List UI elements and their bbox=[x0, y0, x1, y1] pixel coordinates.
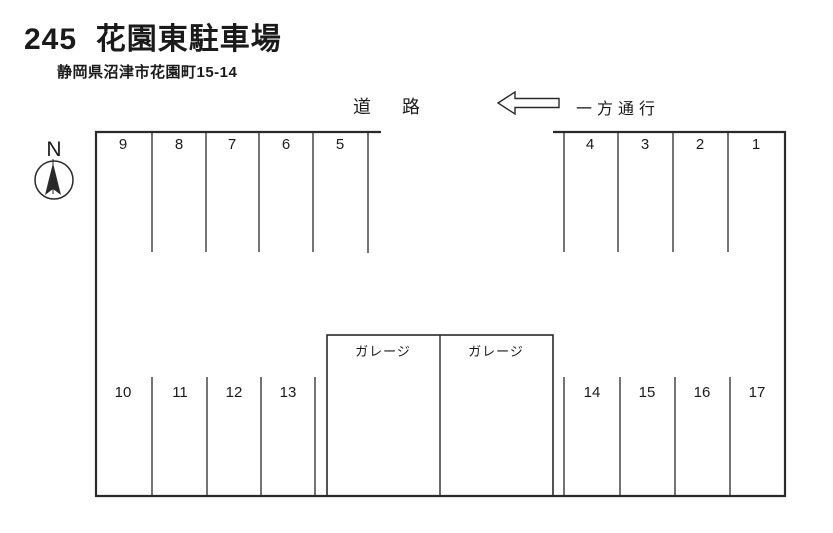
space-label-14: 14 bbox=[584, 384, 601, 401]
page-title: 245 花園東駐車場 bbox=[24, 23, 282, 56]
bottom-row-dividers bbox=[151, 377, 731, 496]
space-label-7: 7 bbox=[228, 136, 236, 153]
one-way-arrow-icon bbox=[497, 91, 560, 115]
space-label-3: 3 bbox=[641, 136, 649, 153]
space-label-17: 17 bbox=[749, 384, 766, 401]
space-label-5: 5 bbox=[336, 136, 344, 153]
space-label-4: 4 bbox=[586, 136, 594, 153]
space-label-13: 13 bbox=[280, 384, 297, 401]
space-label-11: 11 bbox=[172, 384, 188, 401]
top-row-dividers bbox=[151, 132, 729, 253]
space-label-10: 10 bbox=[115, 384, 132, 401]
space-label-15: 15 bbox=[639, 384, 656, 401]
space-label-2: 2 bbox=[696, 136, 704, 153]
north-label: N bbox=[46, 138, 61, 161]
space-label-16: 16 bbox=[694, 384, 711, 401]
compass-circle-icon bbox=[34, 160, 74, 200]
one-way-label: 一方通行 bbox=[576, 101, 661, 118]
garage-label-left: ガレージ bbox=[355, 344, 411, 359]
space-label-12: 12 bbox=[226, 384, 243, 401]
address-line: 静岡県沼津市花園町15-14 bbox=[57, 64, 238, 81]
road-label: 道路 bbox=[353, 97, 451, 117]
garage-label-right: ガレージ bbox=[468, 344, 524, 359]
space-label-8: 8 bbox=[175, 136, 183, 153]
space-label-9: 9 bbox=[119, 136, 127, 153]
space-label-1: 1 bbox=[752, 136, 760, 153]
compass-needle-icon bbox=[45, 163, 61, 195]
space-label-6: 6 bbox=[282, 136, 290, 153]
north-indicator: N bbox=[34, 138, 74, 200]
